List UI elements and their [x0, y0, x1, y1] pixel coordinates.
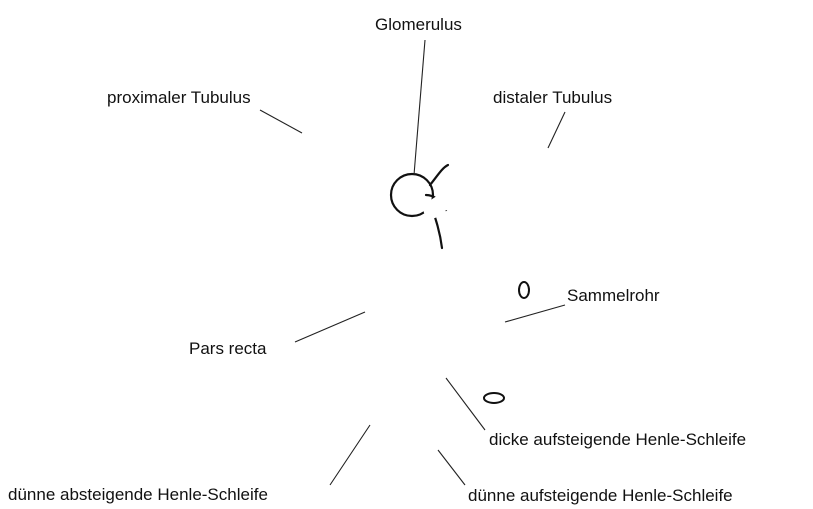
label-duenne-absteigende: dünne absteigende Henle-Schleife	[8, 486, 268, 503]
leader-dicke	[446, 378, 485, 430]
label-proximal-tubulus: proximaler Tubulus	[107, 89, 251, 106]
label-dicke-aufsteigende: dicke aufsteigende Henle-Schleife	[489, 431, 746, 448]
leader-proximal	[260, 110, 302, 133]
label-distal-tubulus: distaler Tubulus	[493, 89, 612, 106]
leader-duenne-auf	[438, 450, 465, 485]
label-duenne-aufsteigende: dünne aufsteigende Henle-Schleife	[468, 487, 733, 504]
leader-distal	[548, 112, 565, 148]
leader-sammelrohr	[505, 305, 565, 322]
leader-pars-recta	[295, 312, 365, 342]
leader-glomerulus	[414, 40, 425, 175]
label-sammelrohr: Sammelrohr	[567, 287, 660, 304]
label-glomerulus: Glomerulus	[375, 16, 462, 33]
label-pars-recta: Pars recta	[189, 340, 266, 357]
leader-duenne-ab	[330, 425, 370, 485]
collecting-duct	[470, 262, 529, 403]
henle-loop	[387, 200, 432, 457]
